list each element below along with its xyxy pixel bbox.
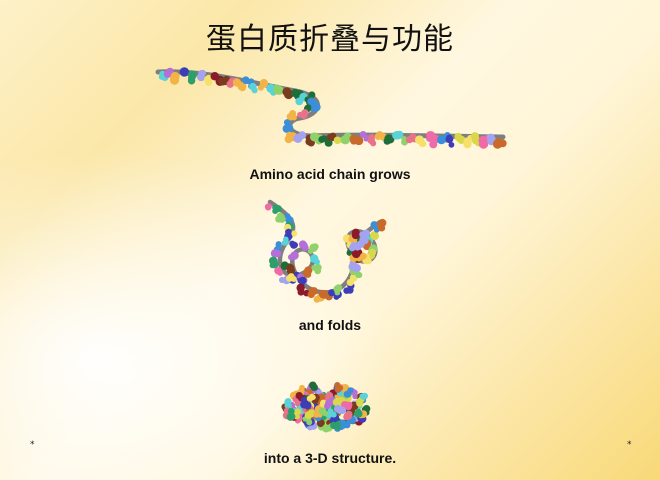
amino-acid-residue: [300, 396, 312, 410]
amino-acid-residue: [197, 69, 207, 82]
amino-acid-residue: [463, 134, 474, 149]
amino-acid-residue: [318, 135, 333, 147]
amino-acid-residue: [351, 228, 360, 240]
amino-acid-residue: [306, 393, 316, 402]
amino-acid-residue: [297, 109, 309, 120]
amino-acid-residue: [374, 130, 388, 141]
amino-acid-residue: [311, 263, 322, 275]
amino-acid-residue: [383, 134, 395, 145]
amino-acid-residue: [169, 71, 180, 85]
amino-acid-residue: [333, 404, 347, 415]
amino-acid-residue: [282, 119, 294, 133]
amino-acid-residue: [275, 212, 287, 223]
corner-mark-left: *: [30, 440, 35, 450]
amino-acid-residue: [293, 131, 307, 143]
amino-acid-residue: [376, 218, 387, 232]
amino-acid-residue: [405, 133, 418, 144]
amino-acid-residue: [284, 213, 294, 225]
amino-acid-residue: [343, 410, 353, 421]
amino-acid-residue: [284, 398, 292, 410]
amino-acid-residue: [292, 408, 301, 420]
amino-acid-residue: [318, 407, 329, 417]
amino-acid-residue: [344, 416, 356, 429]
amino-acid-residue: [318, 289, 333, 301]
amino-acid-residue: [307, 243, 319, 254]
amino-acid-residue: [204, 74, 213, 86]
linear-amino-acid-chain: [155, 67, 507, 149]
amino-acid-residue: [325, 408, 337, 419]
amino-acid-residue: [287, 251, 299, 261]
amino-acid-residue: [270, 249, 282, 258]
amino-acid-residue: [309, 254, 320, 265]
amino-acid-residue: [286, 109, 297, 121]
amino-acid-residue: [359, 392, 369, 400]
amino-acid-residue: [333, 284, 343, 296]
amino-acid-residue: [367, 134, 377, 147]
amino-acid-residue: [492, 138, 507, 149]
amino-acid-residue: [298, 240, 309, 252]
amino-acid-residue: [257, 79, 269, 91]
caption-folds: and folds: [298, 317, 362, 333]
amino-acid-residue: [281, 236, 290, 246]
amino-acid-residue: [359, 229, 370, 244]
slide-title: 蛋白质折叠与功能: [206, 22, 454, 57]
amino-acid-residue: [286, 407, 296, 421]
amino-acid-residue: [445, 134, 455, 148]
amino-acid-residue: [304, 409, 316, 420]
amino-acid-residue: [272, 204, 282, 215]
amino-acid-residue: [334, 382, 344, 393]
amino-acid-residue: [401, 136, 409, 146]
folding-chain: [264, 199, 387, 303]
amino-acid-residue: [343, 387, 354, 398]
amino-acid-residue: [282, 87, 294, 100]
amino-acid-residue: [354, 408, 363, 418]
caption-3d-structure: into a 3-D structure.: [263, 450, 397, 466]
amino-acid-residue: [324, 397, 337, 410]
amino-acid-residue: [330, 421, 341, 431]
folded-protein-3d: [281, 381, 371, 433]
amino-acid-residue: [286, 263, 296, 275]
amino-acid-residue: [454, 132, 466, 144]
amino-acid-residue: [332, 397, 344, 407]
amino-acid-residue: [349, 134, 364, 146]
amino-acid-residue: [414, 135, 427, 148]
amino-acid-residue: [187, 70, 197, 85]
amino-acid-residue: [289, 240, 298, 249]
amino-acid-residue: [369, 230, 379, 241]
caption-chain-grows: Amino acid chain grows: [249, 166, 411, 182]
amino-acid-residue: [264, 203, 272, 211]
amino-acid-residue: [305, 134, 315, 147]
amino-acid-residue: [307, 287, 318, 299]
amino-acid-residue: [392, 130, 404, 140]
amino-acid-residue: [273, 84, 284, 95]
amino-acid-residue: [356, 396, 365, 407]
amino-acid-residue: [268, 256, 279, 269]
amino-acid-residue: [309, 381, 318, 392]
amino-acid-residue: [302, 266, 313, 278]
corner-mark-right: *: [627, 440, 632, 450]
amino-acid-residue: [274, 266, 283, 276]
amino-acid-residue: [179, 67, 190, 77]
amino-acid-residue: [286, 273, 297, 282]
amino-acid-residue: [232, 78, 247, 92]
amino-acid-residue: [249, 82, 258, 94]
